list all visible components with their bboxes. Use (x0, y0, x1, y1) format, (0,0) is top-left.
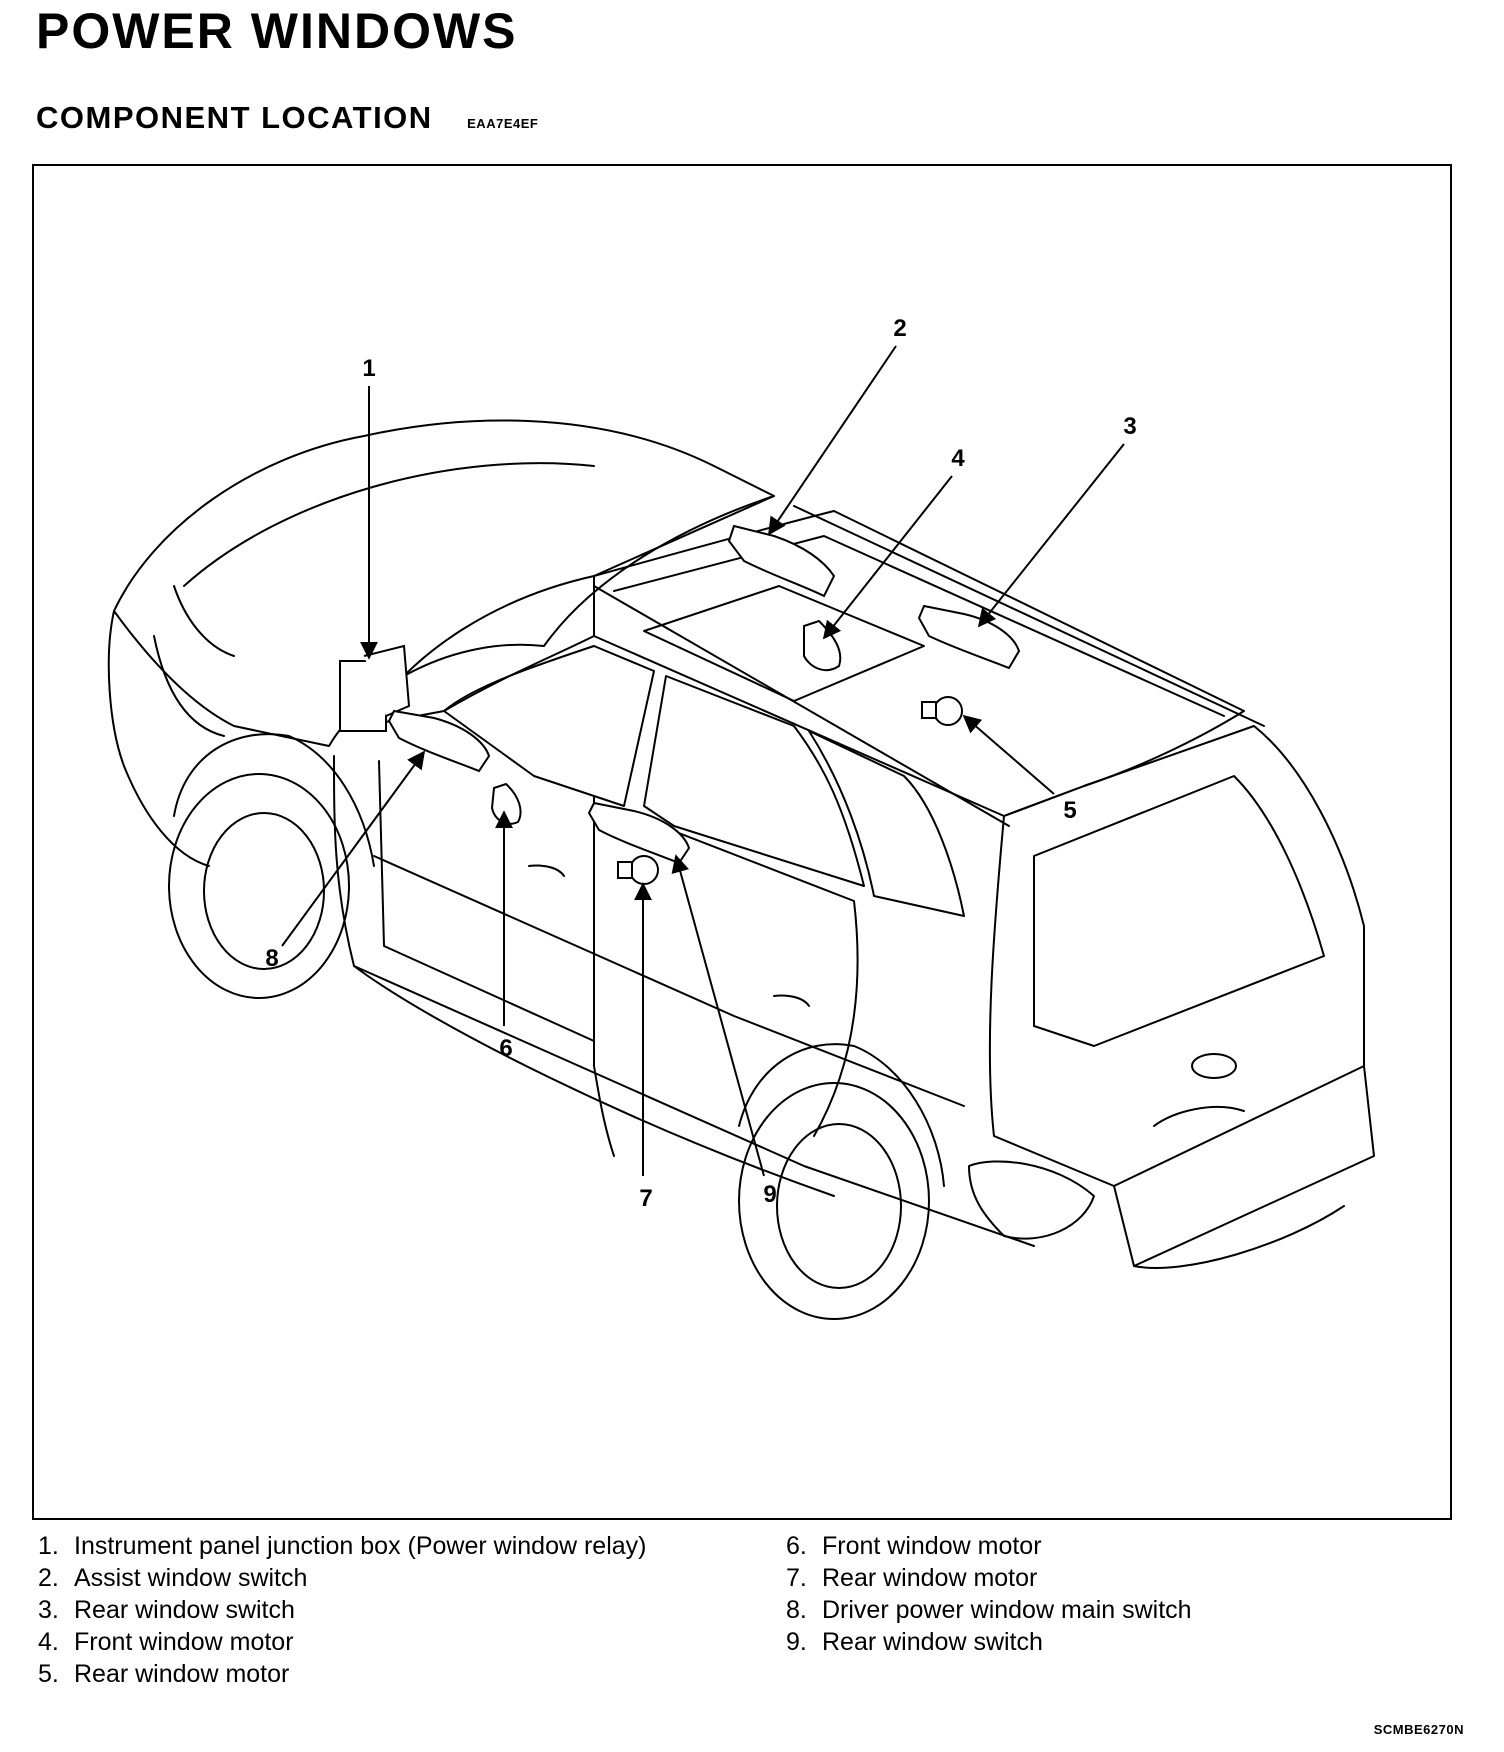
page-title: POWER WINDOWS (36, 3, 518, 59)
legend-number: 2. (38, 1564, 59, 1592)
rear-window-motor-shaft-7 (617, 861, 633, 879)
legend-item: 2. Assist window switch (38, 1562, 647, 1594)
legend-item: 9. Rear window switch (786, 1626, 1192, 1658)
legend-number: 8. (786, 1596, 807, 1624)
legend-text: Rear window motor (74, 1660, 290, 1688)
legend-number: 4. (38, 1628, 59, 1656)
legend-item: 3. Rear window switch (38, 1594, 647, 1626)
component-parts (339, 524, 1021, 885)
leader-line-5 (962, 714, 1055, 795)
figure-code: SCMBE6270N (1373, 1722, 1464, 1737)
legend-item: 6. Front window motor (786, 1530, 1192, 1562)
driver-main-switch-part (387, 709, 491, 773)
legend-item: 8. Driver power window main switch (786, 1594, 1192, 1626)
legend-number: 7. (786, 1564, 807, 1592)
legend-number: 9. (786, 1628, 807, 1656)
legend-number: 1. (38, 1532, 59, 1560)
rear-window-motor-shaft-5 (921, 701, 937, 719)
legend-item: 7. Rear window motor (786, 1562, 1192, 1594)
legend-number: 3. (38, 1596, 59, 1624)
legend-text: Rear window motor (822, 1564, 1038, 1592)
legend-item: 1. Instrument panel junction box (Power w… (38, 1530, 647, 1562)
rear-window-switch-part-9 (587, 801, 691, 865)
front-window-motor-part-4 (803, 619, 842, 672)
assist-window-switch-part (727, 524, 836, 598)
callout-8: 8 (265, 945, 278, 972)
leader-lines (281, 345, 1125, 1177)
callout-6: 6 (499, 1035, 512, 1062)
callout-3: 3 (1123, 413, 1136, 440)
legend-text: Rear window switch (822, 1628, 1043, 1656)
callout-1: 1 (362, 355, 375, 382)
rear-window-motor-part-5 (933, 696, 963, 726)
legend-left-column: 1. Instrument panel junction box (Power w… (38, 1530, 647, 1690)
legend-item: 5. Rear window motor (38, 1658, 647, 1690)
legend-text: Assist window switch (74, 1564, 308, 1592)
front-window-motor-part-6 (490, 782, 522, 825)
legend-text: Front window motor (822, 1532, 1042, 1560)
leader-line-4 (822, 475, 953, 640)
callout-9: 9 (763, 1181, 776, 1208)
leader-line-3 (977, 443, 1125, 628)
legend-number: 5. (38, 1660, 59, 1688)
callout-5: 5 (1063, 797, 1076, 824)
callout-2: 2 (893, 315, 906, 342)
leader-line-9 (671, 854, 765, 1177)
leader-line-8 (281, 750, 426, 947)
legend-text: Front window motor (74, 1628, 294, 1656)
callout-labels: 1 2 3 4 5 6 7 8 9 (265, 315, 1136, 1212)
vehicle-diagram: 1 2 3 4 5 6 7 8 9 (107, 315, 1375, 1320)
callout-4: 4 (951, 445, 965, 472)
section-title: COMPONENT LOCATION (36, 100, 433, 135)
legend-text: Instrument panel junction box (Power win… (74, 1532, 647, 1560)
section-code: EAA7E4EF (467, 116, 539, 131)
rear-window-switch-part-3 (917, 604, 1021, 670)
rear-window-motor-part-7 (629, 855, 659, 885)
legend-text: Driver power window main switch (822, 1596, 1192, 1624)
legend-number: 6. (786, 1532, 807, 1560)
callout-7: 7 (639, 1185, 652, 1212)
section-header: COMPONENT LOCATION EAA7E4EF (36, 100, 538, 136)
legend-item: 4. Front window motor (38, 1626, 647, 1658)
component-location-figure: 1 2 3 4 5 6 7 8 9 (32, 164, 1452, 1520)
legend-right-column: 6. Front window motor 7. Rear window motor… (786, 1530, 1192, 1658)
legend-text: Rear window switch (74, 1596, 295, 1624)
leader-line-2 (767, 345, 897, 536)
